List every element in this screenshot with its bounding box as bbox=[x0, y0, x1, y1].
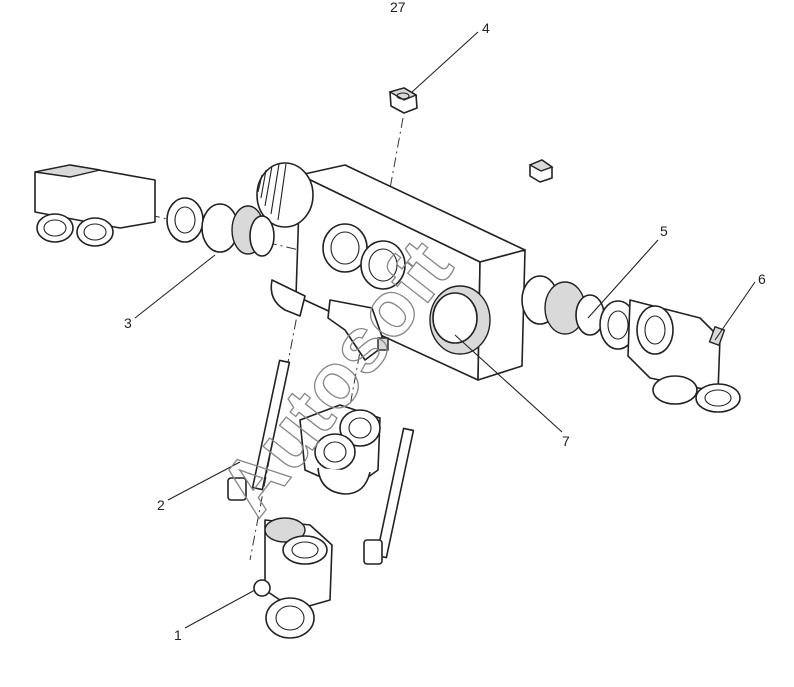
callout-4: 4 bbox=[482, 20, 490, 36]
part-1-elbow-fitting bbox=[253, 517, 333, 639]
part-5-6-right-fittings bbox=[521, 275, 741, 413]
axis-vertical bbox=[339, 117, 404, 461]
top-mark: 27 bbox=[390, 0, 406, 15]
part-small-nut bbox=[528, 159, 554, 183]
part-2-cartridge bbox=[227, 359, 415, 565]
part-3-left-fittings bbox=[34, 164, 275, 257]
callout-3: 3 bbox=[124, 315, 132, 331]
callout-1: 1 bbox=[174, 627, 182, 643]
leader-lines bbox=[134, 31, 756, 629]
axis-lower bbox=[249, 299, 301, 561]
callout-6: 6 bbox=[758, 271, 766, 287]
part-4-nut bbox=[388, 87, 418, 114]
part-valve-body bbox=[256, 162, 526, 381]
callout-5: 5 bbox=[660, 223, 668, 239]
callout-7: 7 bbox=[562, 433, 570, 449]
callout-2: 2 bbox=[157, 497, 165, 513]
